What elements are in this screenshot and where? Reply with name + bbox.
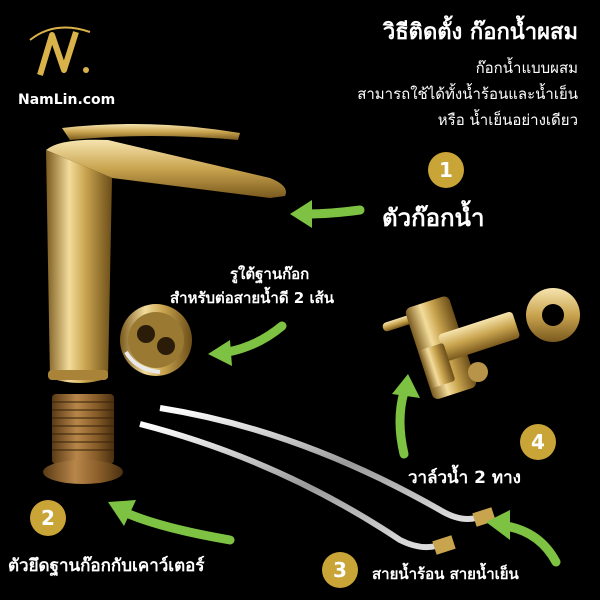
subtitle-line-1: ก๊อกน้ำแบบผสม — [475, 59, 578, 77]
flange-ring — [526, 288, 580, 342]
subtitle-line-2: สามารถใช้ได้ทั้งน้ำร้อนและน้ำเย็น — [357, 85, 578, 103]
arrow-to-shank — [108, 500, 235, 545]
part-1-badge: 1 — [428, 152, 464, 188]
part-4-label: วาล์วน้ำ 2 ทาง — [408, 468, 521, 488]
brand-logo — [29, 26, 91, 76]
arrow-to-base — [208, 321, 287, 366]
arrow-to-faucet — [290, 200, 365, 228]
part-3-label: สายน้ำร้อน สายน้ำเย็น — [372, 565, 519, 583]
part-2-badge: 2 — [30, 500, 66, 536]
part-3-badge: 3 — [322, 552, 358, 588]
base-plate — [120, 304, 192, 376]
subtitle-line-3: หรือ น้ำเย็นอย่างเดียว — [437, 111, 578, 129]
part-2-label: ตัวยึดฐานก๊อกกับเคาว์เตอร์ — [8, 556, 205, 576]
arrow-to-hoses — [486, 510, 561, 567]
page-title: วิธีติดตั้ง ก๊อกน้ำผสม — [382, 20, 578, 45]
part-1-label: ตัวก๊อกน้ำ — [382, 204, 485, 232]
brand-site: NamLin.com — [18, 92, 116, 108]
base-note-line-1: รูใต้ฐานก๊อก — [230, 265, 310, 283]
part-4-badge: 4 — [520, 424, 556, 460]
water-hoses — [139, 405, 496, 555]
two-way-valve — [382, 296, 520, 399]
faucet-body — [46, 124, 286, 383]
base-note-line-2: สำหรับต่อสายน้ำดี 2 เส้น — [170, 289, 334, 307]
mounting-shank — [43, 394, 123, 484]
arrow-to-valve — [392, 374, 420, 459]
